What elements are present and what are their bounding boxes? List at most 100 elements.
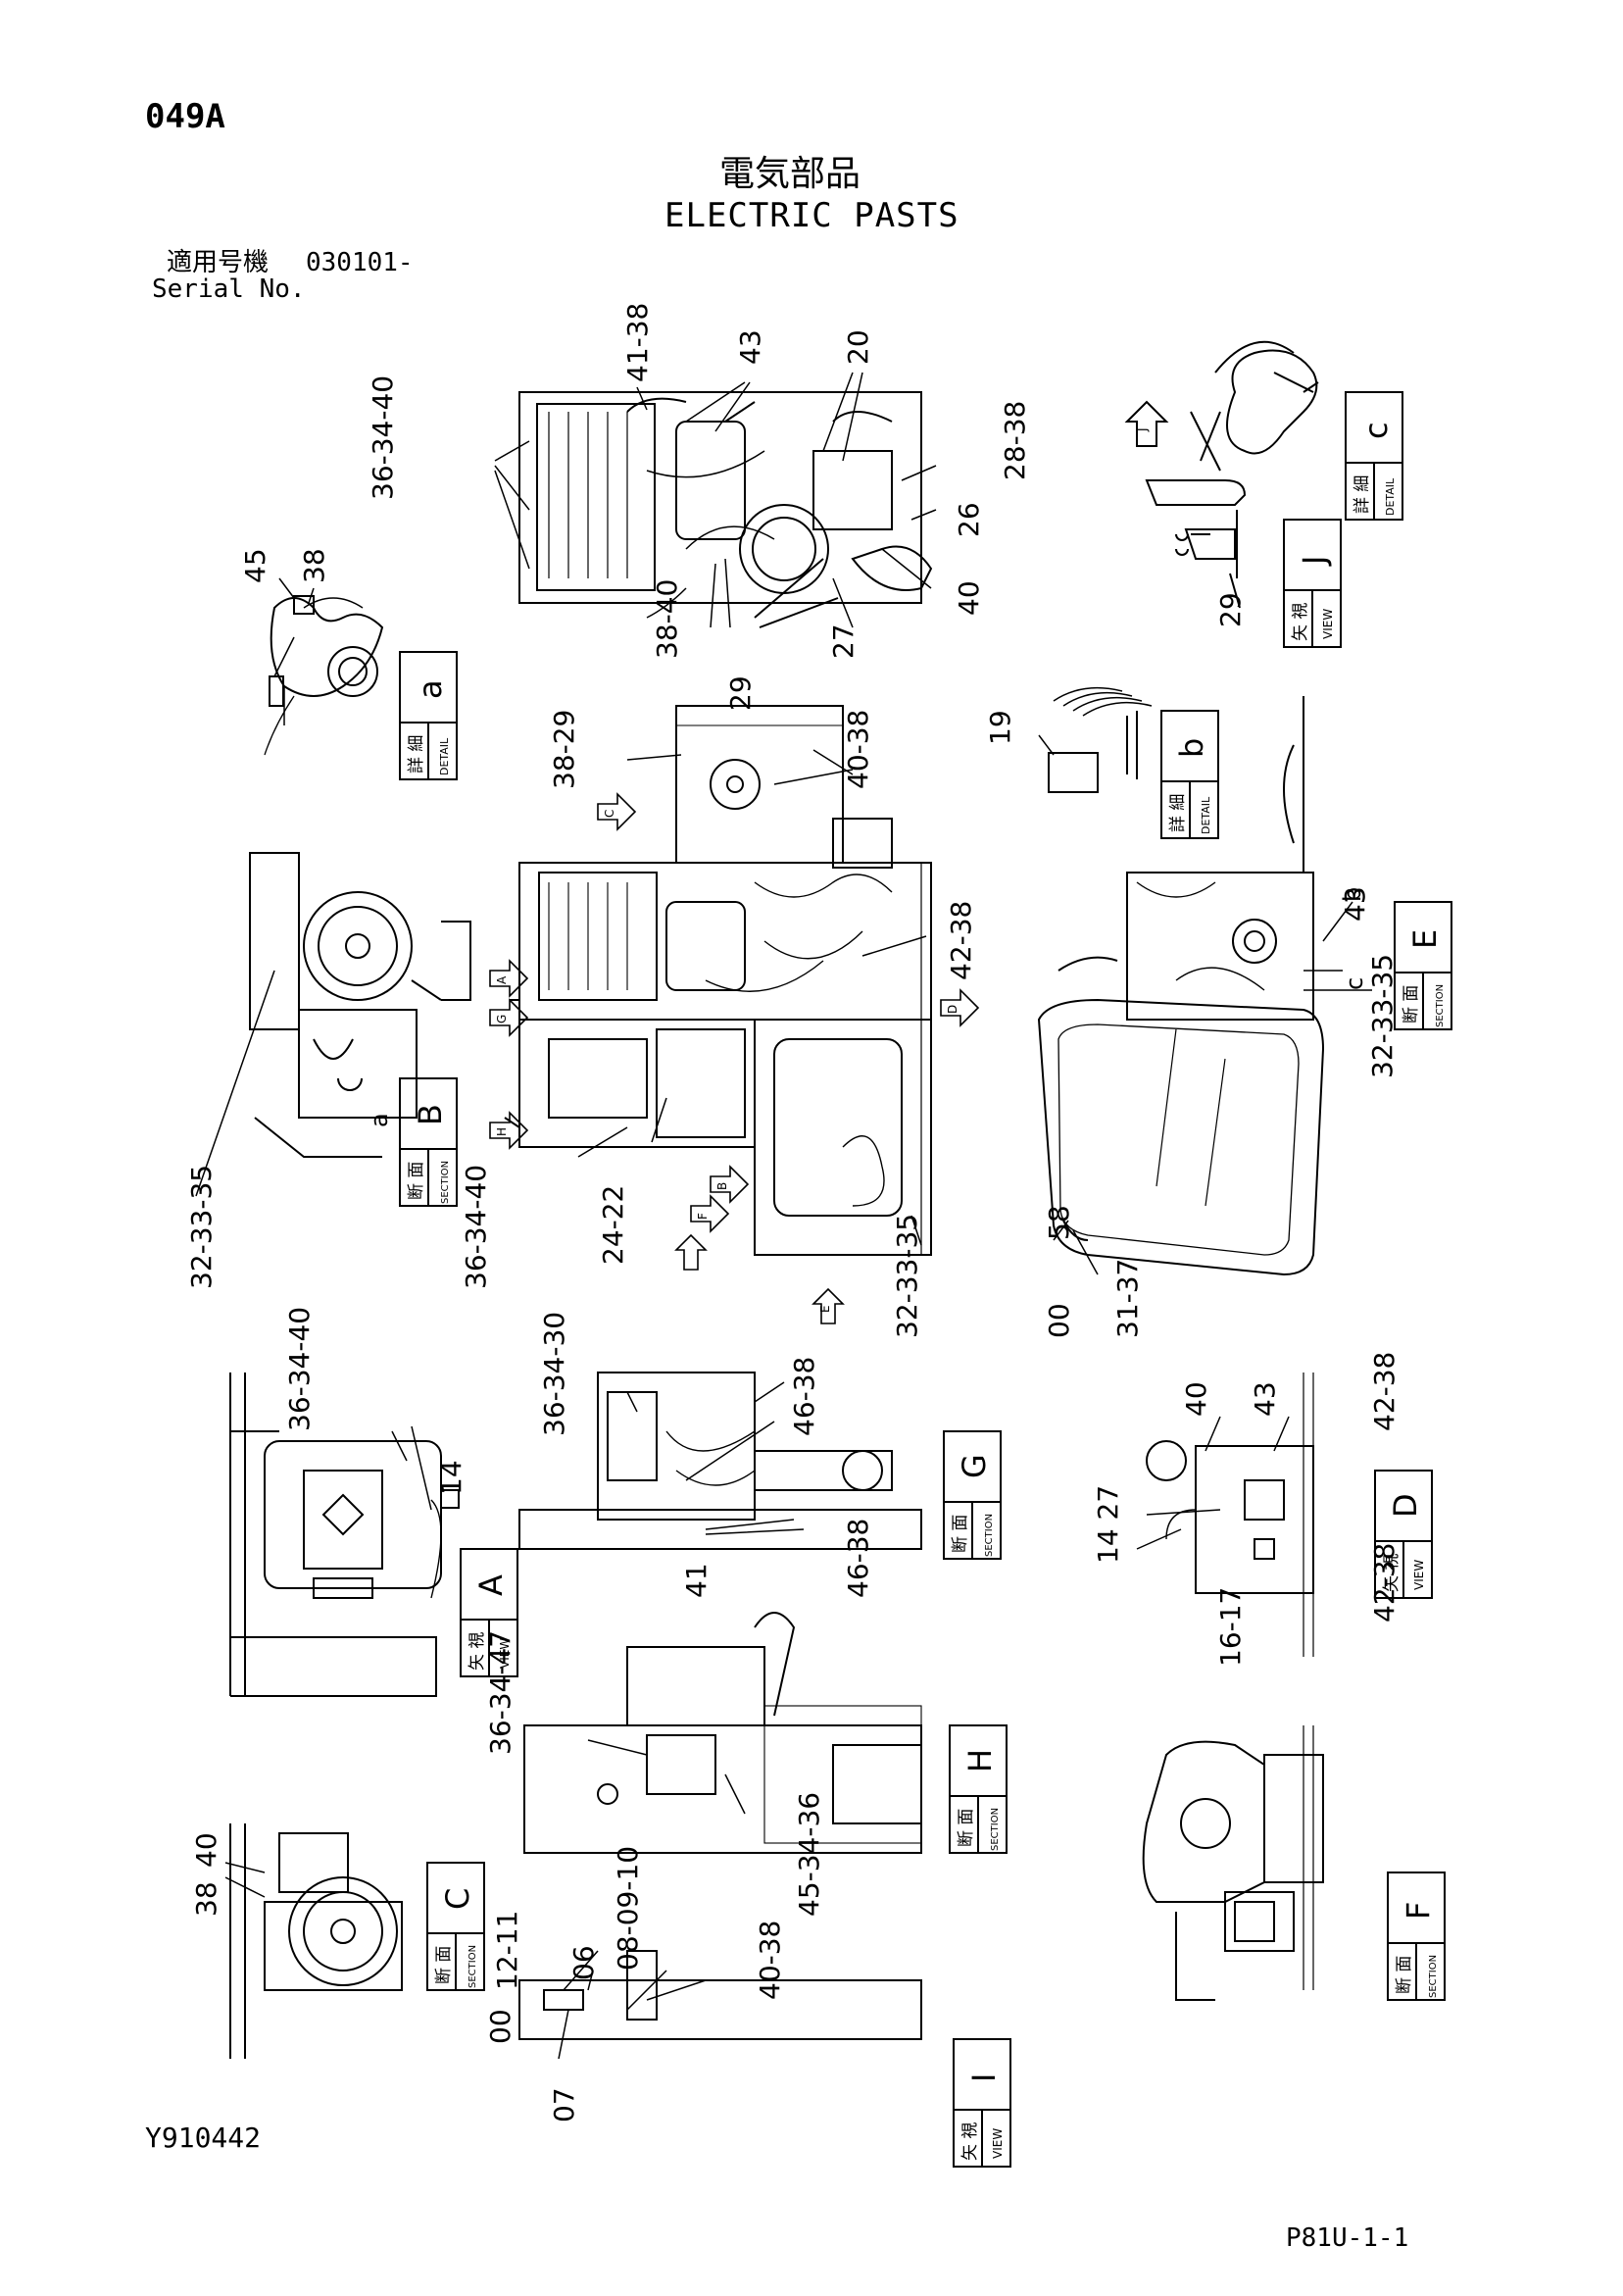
svg-text:B: B <box>412 1104 449 1125</box>
svg-text:断 面: 断 面 <box>951 1515 970 1553</box>
callout-40-top-right: 40 <box>953 580 985 616</box>
callout-38-29: 38-29 <box>548 710 580 789</box>
callout-58: 58 <box>1043 1205 1075 1240</box>
callout-a-section-b: a <box>366 1113 393 1127</box>
callout-27-top: 27 <box>827 624 860 659</box>
label-section-h: 断 面 SECTION H <box>949 1724 1008 1854</box>
callout-12-11: 12-11 <box>491 1911 523 1990</box>
serial-number: 030101- <box>306 248 414 277</box>
label-view-a: 矢 視 VIEW A <box>460 1548 518 1677</box>
section-e-drawing <box>1057 696 1314 1021</box>
arrow-marker-d <box>940 988 980 1027</box>
view-d-drawing <box>1136 1373 1314 1657</box>
svg-text:断 面: 断 面 <box>434 1946 454 1984</box>
callout-43-view-d: 43 <box>1249 1381 1281 1417</box>
callout-38-40-top: 38-40 <box>651 579 683 659</box>
svg-text:VIEW: VIEW <box>991 2128 1005 2159</box>
callout-16-17: 16-17 <box>1214 1587 1247 1667</box>
svg-text:断 面: 断 面 <box>407 1162 426 1200</box>
arrow-letter-a: A <box>495 975 509 984</box>
callout-36-34-47: 36-34-47 <box>484 1630 516 1755</box>
callout-46-38-bottom-section-g: 46-38 <box>842 1519 874 1598</box>
callout-42-38-mid: 42-38 <box>945 901 977 980</box>
callout-26: 26 <box>953 502 985 537</box>
callout-40-view-d: 40 <box>1180 1381 1212 1417</box>
callout-38-detail-a: 38 <box>298 548 330 583</box>
label-view-i: 矢 視 VIEW I <box>953 2038 1011 2168</box>
callout-00-view-i: 00 <box>484 2009 516 2044</box>
svg-text:DETAIL: DETAIL <box>1200 796 1212 834</box>
svg-text:詳 細: 詳 細 <box>1352 475 1372 514</box>
svg-text:矢 視: 矢 視 <box>960 2122 980 2161</box>
arrow-marker-j <box>1125 400 1168 447</box>
callout-06: 06 <box>567 1945 600 1980</box>
svg-text:詳 細: 詳 細 <box>407 735 426 774</box>
svg-text:断 面: 断 面 <box>1395 1956 1414 1994</box>
svg-text:SECTION: SECTION <box>467 1945 478 1988</box>
callout-14-view-a: 14 <box>435 1460 467 1495</box>
arrow-letter-c: C <box>603 810 616 818</box>
svg-text:SECTION: SECTION <box>984 1514 995 1557</box>
page-code: 049A <box>145 97 225 136</box>
svg-text:矢 視: 矢 視 <box>467 1632 487 1671</box>
section-b-drawing <box>195 852 471 1197</box>
main-plan-view <box>504 705 932 1256</box>
callout-29-mid: 29 <box>724 675 757 711</box>
callout-46-38-top-section-g: 46-38 <box>788 1357 820 1436</box>
svg-text:断 面: 断 面 <box>957 1809 976 1847</box>
callout-c-section-e: c <box>1341 977 1368 990</box>
drawing-number: Y910442 <box>145 2121 262 2154</box>
svg-text:断 面: 断 面 <box>1402 985 1421 1023</box>
callout-40-38-mid: 40-38 <box>842 710 874 789</box>
view-j-drawing <box>1175 510 1241 609</box>
arrow-letter-b: B <box>715 1182 729 1190</box>
arrow-letter-h: H <box>495 1127 509 1136</box>
label-section-e: 断 面 SECTION E <box>1394 901 1452 1030</box>
svg-text:b: b <box>1173 738 1210 758</box>
serial-label-english: Serial No. <box>152 275 306 304</box>
label-section-b: 断 面 SECTION B <box>399 1077 458 1207</box>
svg-text:DETAIL: DETAIL <box>438 737 451 775</box>
callout-00-cab: 00 <box>1043 1303 1075 1338</box>
svg-text:VIEW: VIEW <box>1321 609 1335 639</box>
svg-text:詳 細: 詳 細 <box>1168 794 1188 832</box>
svg-text:E: E <box>1406 929 1444 949</box>
callout-45-34-36: 45-34-36 <box>793 1792 825 1917</box>
arrow-marker-main <box>674 1233 708 1271</box>
arrow-marker-g <box>489 998 529 1037</box>
callout-36-34-40-top: 36-34-40 <box>367 375 399 500</box>
title-english: ELECTRIC PASTS <box>664 196 959 235</box>
svg-text:c: c <box>1357 422 1395 439</box>
arrow-letter-e: E <box>818 1305 832 1313</box>
callout-32-33-35-section-b: 32-33-35 <box>185 1165 218 1289</box>
callout-36-34-40-mid: 36-34-40 <box>460 1165 492 1289</box>
callout-40-38-view-i: 40-38 <box>754 1921 786 2000</box>
svg-text:SECTION: SECTION <box>440 1161 451 1204</box>
label-detail-c: 詳 細 DETAIL c <box>1345 391 1403 521</box>
callout-40-section-c: 40 <box>190 1832 222 1868</box>
callout-31-37: 31-37 <box>1111 1259 1144 1338</box>
arrow-marker-a <box>489 959 529 998</box>
callout-43-top: 43 <box>734 329 766 365</box>
svg-text:G: G <box>956 1454 993 1478</box>
arrow-letter-g: G <box>495 1015 509 1023</box>
section-f-drawing <box>1142 1725 1324 2001</box>
callout-38-section-c: 38 <box>190 1881 222 1917</box>
arrow-letter-j: J <box>1136 427 1150 432</box>
callout-32-33-35-mid: 32-33-35 <box>891 1214 923 1338</box>
svg-text:A: A <box>472 1574 510 1596</box>
callout-29-detail-c: 29 <box>1214 592 1247 627</box>
label-detail-b: 詳 細 DETAIL b <box>1160 710 1219 839</box>
callout-45-detail-a: 45 <box>239 548 271 583</box>
section-h-drawing <box>523 1612 922 1854</box>
detail-a-drawing <box>264 577 384 756</box>
svg-text:DETAIL: DETAIL <box>1384 477 1397 516</box>
svg-text:J: J <box>1296 556 1333 567</box>
callout-b-section-e: b <box>1339 887 1366 902</box>
main-plan-leaders <box>577 749 927 1246</box>
callout-numbers: 41-38 43 20 36-34-40 28-38 26 40 27 38-4… <box>185 303 1401 2122</box>
svg-text:矢 視: 矢 視 <box>1382 1554 1402 1592</box>
label-detail-a: 詳 細 DETAIL a <box>399 651 458 780</box>
top-view-drawing <box>518 391 933 628</box>
